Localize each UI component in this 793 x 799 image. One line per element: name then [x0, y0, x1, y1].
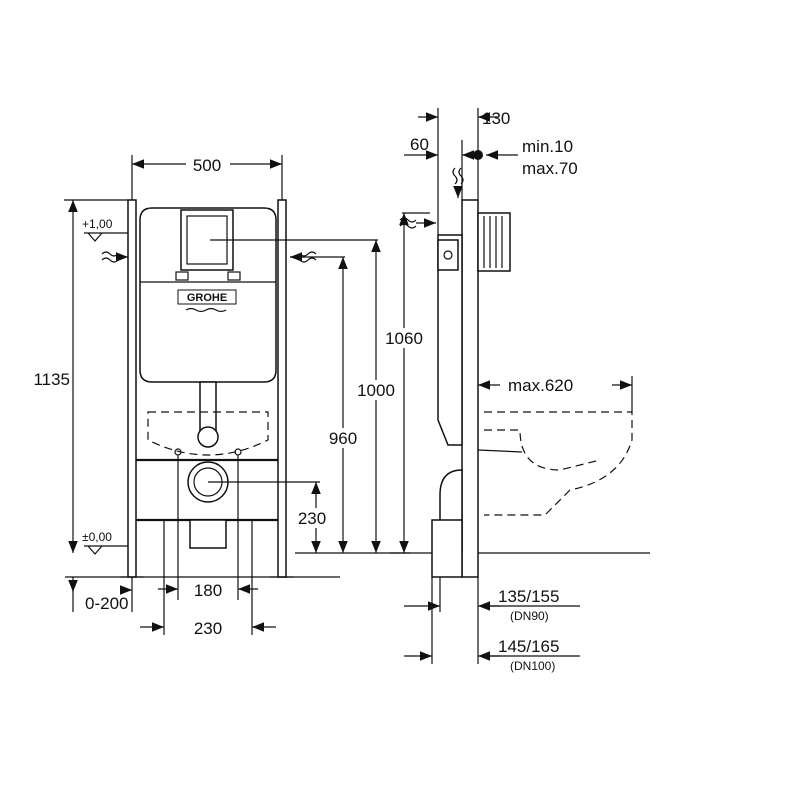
bowl-inner-outline-side: [484, 429, 601, 471]
dimension-1000: 1000: [357, 381, 395, 400]
front-view: GROHE 500 1135 +1,00 ±0,00 960: [20, 155, 410, 638]
wall-plate-ribs: [483, 216, 503, 268]
dimension-1060: 1060: [385, 329, 423, 348]
dimension-dn100: 145/165: [498, 637, 559, 656]
grohe-logo: GROHE: [177, 289, 237, 313]
dimension-width: 500: [193, 156, 221, 175]
water-inlet-left-icon: [101, 252, 128, 262]
dimension-130: 130: [482, 109, 510, 128]
dimension-180: 180: [194, 581, 222, 600]
mounting-bolt-side: [477, 449, 523, 453]
frame-right-upright: [277, 199, 287, 578]
level-zero: ±0,00: [82, 530, 112, 544]
dimension-offset: 0-200: [85, 594, 128, 613]
water-inlet-top-icon: [453, 167, 463, 198]
wall-plate: [477, 212, 511, 272]
side-view: 130 60 min.10 max.70 1060 max.620 135/15…: [378, 108, 650, 673]
level-top: +1,00: [82, 217, 113, 231]
max-label: max.70: [522, 159, 578, 178]
dn90-label: (DN90): [510, 609, 549, 623]
level-zero-marker-icon: [84, 545, 128, 555]
frame-left-upright: [127, 199, 137, 578]
dimension-max-projection: max.620: [508, 376, 573, 395]
brand-text: GROHE: [187, 292, 227, 304]
bowl-outline-front: [147, 411, 269, 456]
drain-pipe-side: [431, 519, 463, 578]
dn100-label: (DN100): [510, 659, 555, 673]
inlet-valve: [443, 250, 453, 260]
dimension-960: 960: [329, 429, 357, 448]
dimension-height-1135: 1135: [33, 370, 70, 389]
frame-side: [461, 199, 479, 578]
dimension-230: 230: [194, 619, 222, 638]
min-label: min.10: [522, 137, 573, 156]
level-top-marker-icon: [84, 232, 128, 242]
inlet-valve-box: [437, 239, 459, 271]
drain-elbow: [189, 519, 227, 549]
flush-pipe-connector: [197, 426, 219, 448]
flush-pipe: [199, 381, 217, 433]
cistern-side: [437, 234, 463, 446]
mount-clip-right: [227, 271, 241, 281]
dimension-drain-height: 230: [298, 509, 326, 528]
dimension-dn90: 135/155: [498, 587, 559, 606]
dimension-60: 60: [410, 135, 429, 154]
bowl-outline-side: [484, 411, 633, 516]
mount-clip-left: [175, 271, 189, 281]
water-inlet-side-icon: [399, 218, 436, 228]
